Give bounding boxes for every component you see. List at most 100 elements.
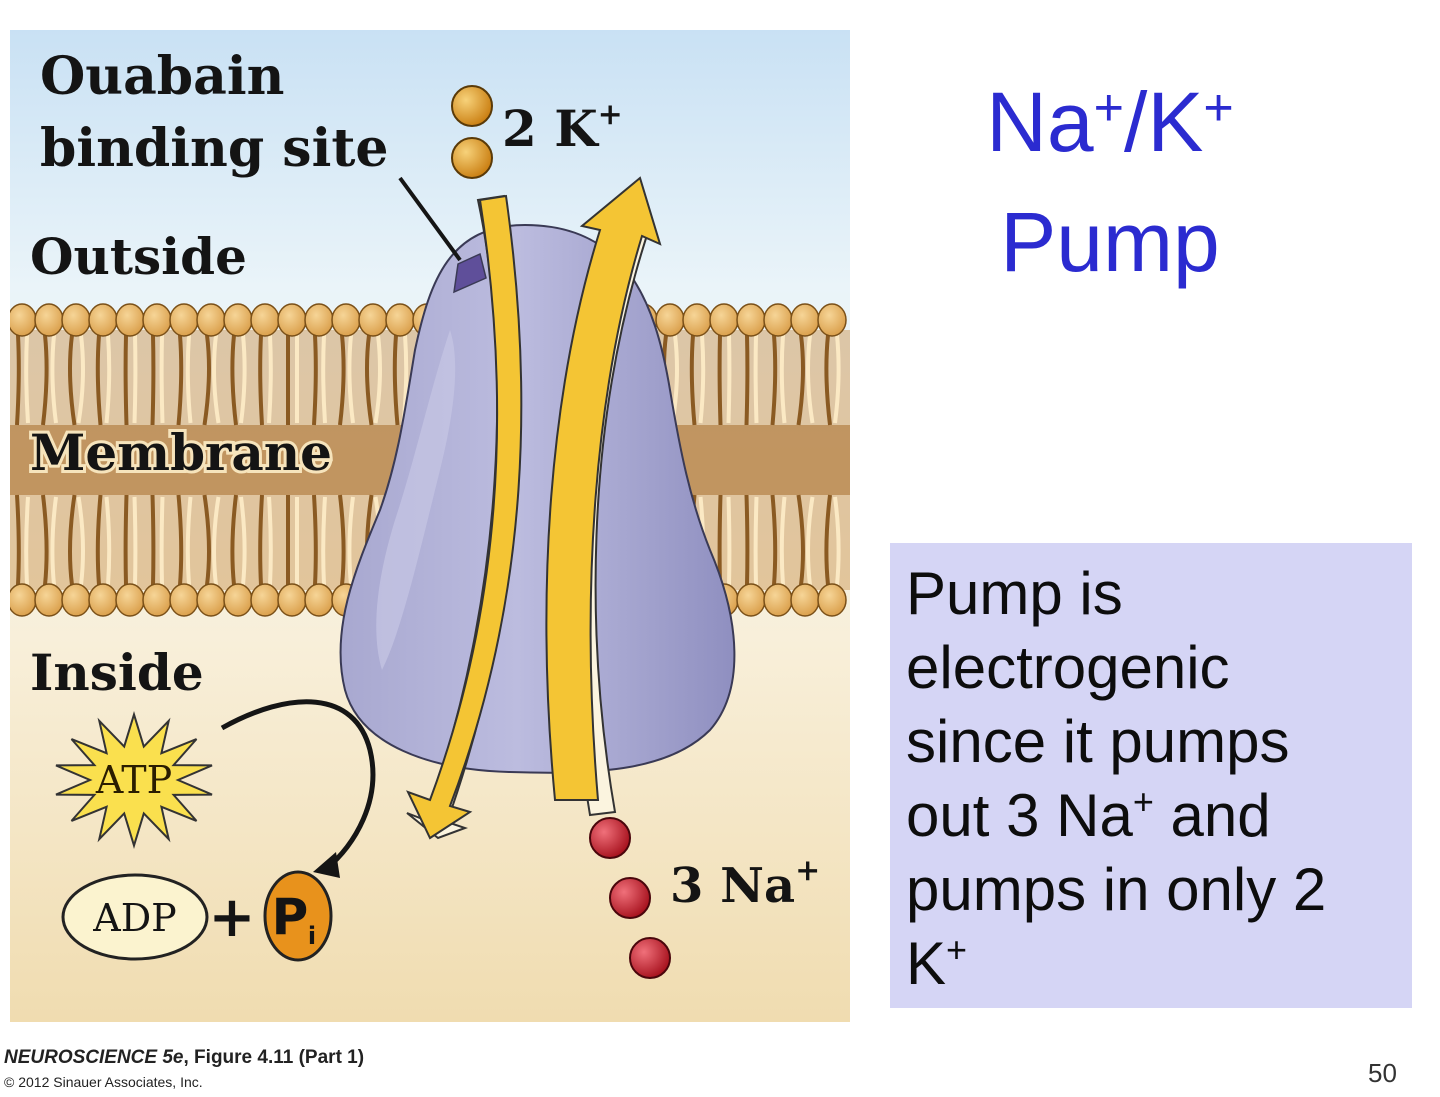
pump-protein <box>339 223 736 774</box>
sodium-inward-yellow-arrow <box>406 194 523 840</box>
lipid-head <box>10 583 37 617</box>
lipid-head <box>790 583 820 617</box>
lipid-tail <box>806 334 815 424</box>
lipid-head <box>250 583 280 617</box>
outside-label: Outside <box>30 227 247 286</box>
sodium-label: 3 Na+ <box>670 853 820 914</box>
ouabain-label-line1: Ouabain <box>40 46 284 107</box>
lipid-head <box>385 303 415 337</box>
lipid-head <box>223 583 253 617</box>
pump-diagram: Ouabain binding site Outside Membrane In… <box>10 30 850 1022</box>
lipid-tail <box>132 334 138 424</box>
lipid-head <box>736 303 766 337</box>
lipid-tail <box>753 496 759 586</box>
atp-to-adp-arrow <box>220 699 376 872</box>
lipid-head <box>61 583 91 617</box>
lipid-head <box>61 303 91 337</box>
lipid-tail <box>779 496 787 586</box>
membrane-label: Membrane <box>30 423 332 482</box>
lipid-head <box>304 583 334 617</box>
lipid-head <box>736 583 766 617</box>
lipid-tail <box>239 334 247 424</box>
lipid-tail <box>95 494 103 586</box>
lipid-head <box>358 303 388 337</box>
lipid-tail <box>50 334 58 424</box>
lipid-head <box>10 303 37 337</box>
plus-sign: + <box>209 884 256 950</box>
lipid-tail <box>744 494 750 586</box>
electrogenic-note-box: Pump is electrogenic since it pumps out … <box>890 543 1412 1008</box>
lipid-head <box>169 583 199 617</box>
lipid-tail <box>230 334 238 426</box>
lipid-tail <box>24 334 30 424</box>
atp-star <box>55 710 213 850</box>
lipid-tail <box>185 334 193 424</box>
lipid-head <box>709 303 739 337</box>
lipid-tail <box>347 334 355 424</box>
potassium-ion <box>451 137 493 179</box>
lipid-head <box>196 583 226 617</box>
lipid-head <box>763 303 793 337</box>
lipid-tail <box>258 494 264 586</box>
lipid-tail <box>753 334 759 424</box>
slide-title-line2: Pump <box>1000 195 1220 289</box>
lipid-tail <box>373 334 382 424</box>
lipid-tail <box>159 334 165 424</box>
lipid-tail <box>123 494 129 586</box>
lipid-tail <box>312 334 318 426</box>
lipid-tail <box>15 334 21 426</box>
lipid-head <box>817 303 847 337</box>
figure-credit: NEUROSCIENCE 5e, Figure 4.11 (Part 1) <box>4 1047 365 1068</box>
slide-title: Na+/K+ Pump <box>900 62 1320 302</box>
lipid-tail <box>176 494 184 586</box>
lipid-tail <box>95 334 103 426</box>
lipid-tail <box>150 334 156 426</box>
lipid-tail <box>392 334 400 426</box>
lipid-head <box>34 303 64 337</box>
lipid-tail <box>321 334 327 424</box>
copyright-notice: © 2012 Sinauer Associates, Inc. <box>4 1074 203 1090</box>
lipid-tail <box>15 494 21 586</box>
lipid-tail <box>24 496 30 586</box>
lipid-tail <box>779 334 787 424</box>
lipid-tail <box>338 334 346 426</box>
lipid-tail <box>726 334 732 424</box>
pi-letter: P <box>272 888 309 946</box>
page-number: 50 <box>1368 1058 1397 1088</box>
lipid-tail <box>806 496 815 586</box>
lipid-head <box>169 303 199 337</box>
lipid-tail <box>104 496 112 586</box>
sodium-ion <box>629 937 671 979</box>
lipid-head <box>277 303 307 337</box>
lipid-tail <box>258 334 264 426</box>
lipid-tail <box>824 334 832 426</box>
pi-circle <box>263 870 333 962</box>
pump-protein-highlight <box>376 330 456 670</box>
slide-title-line1: Na+/K+ <box>986 75 1234 169</box>
lipid-tail <box>796 494 805 586</box>
lipid-tail <box>770 334 778 426</box>
lipid-head <box>115 583 145 617</box>
lipid-head <box>331 303 361 337</box>
lipid-tail <box>132 496 138 586</box>
lipid-tail <box>68 494 77 586</box>
lipid-tail <box>717 494 723 586</box>
lipid-tail <box>185 496 193 586</box>
lipid-head <box>790 303 820 337</box>
lipid-tail <box>239 496 247 586</box>
ouabain-label-line2: binding site <box>40 118 388 179</box>
adp-label: ADP <box>92 896 176 940</box>
lipid-tail <box>321 496 327 586</box>
lipid-head <box>142 583 172 617</box>
lipid-tail <box>230 494 238 586</box>
lipid-tail <box>744 334 750 426</box>
inside-label: Inside <box>30 643 204 702</box>
lipid-head <box>88 583 118 617</box>
lipid-tail <box>68 334 77 426</box>
lipid-tail <box>50 496 58 586</box>
electrogenic-note-text: Pump is electrogenic since it pumps out … <box>906 560 1327 997</box>
potassium-ion <box>451 85 493 127</box>
sodium-ion <box>589 817 631 859</box>
lipid-head <box>763 583 793 617</box>
lipid-tail <box>698 334 706 424</box>
